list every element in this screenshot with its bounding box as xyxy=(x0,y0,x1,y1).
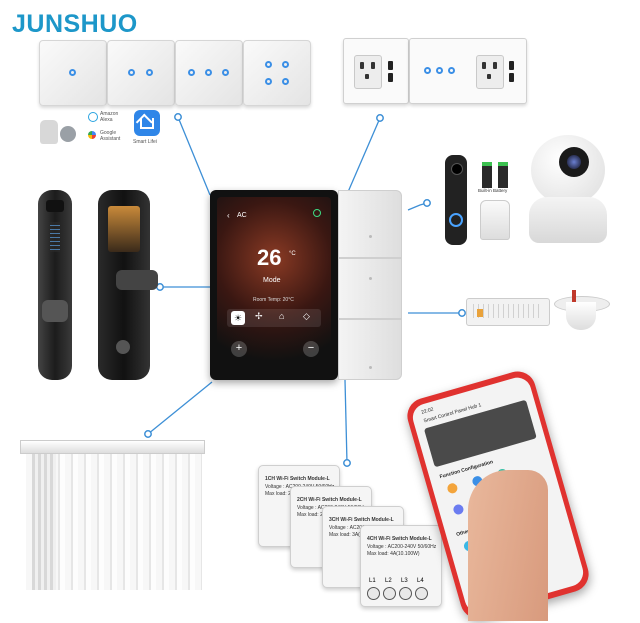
usb-port-icon xyxy=(388,73,393,82)
module-title: 2CH Wi-Fi Switch Module-L xyxy=(297,497,362,503)
led-driver xyxy=(466,298,550,326)
touch-key-icon xyxy=(205,69,212,76)
smart-lock-front xyxy=(38,190,72,380)
module-load: Max load: 2A(1000W) xyxy=(297,512,345,518)
hand xyxy=(468,470,548,621)
smart-lock-back xyxy=(98,190,158,380)
google-assistant-icon xyxy=(88,131,96,139)
touch-key-icon xyxy=(69,69,76,76)
touch-key-icon xyxy=(282,61,289,68)
smart-life-label: Smart Lifei xyxy=(133,139,157,145)
smart-curtain xyxy=(20,440,205,590)
outlet xyxy=(354,55,382,89)
function-icon[interactable] xyxy=(446,482,459,495)
touch-key-icon xyxy=(436,67,443,74)
module-voltage: Voltage : AC200-240V 50/60Hz xyxy=(367,544,437,550)
touch-key-icon xyxy=(128,69,135,76)
mode-bar: ☀ ✢ ⌂ ◇ xyxy=(227,309,321,327)
smart-speaker-icon xyxy=(40,116,80,146)
sun-icon[interactable]: ☀ xyxy=(231,311,245,325)
module-title: 1CH Wi-Fi Switch Module-L xyxy=(265,476,330,482)
google-assistant-label: Google Assistant xyxy=(100,130,121,142)
mode-label: Mode xyxy=(263,277,281,284)
rocker-switch-1 xyxy=(338,190,402,258)
switch-panel-3gang xyxy=(175,40,243,106)
rocker-switch-3 xyxy=(338,319,402,380)
brand-logo: JUNSHUO xyxy=(12,10,138,38)
home-icon[interactable]: ⌂ xyxy=(279,311,285,321)
downlight xyxy=(554,288,610,334)
touch-key-icon xyxy=(282,78,289,85)
smart-control-panel: ‹ AC 26 °C Mode Room Temp: 20°C ☀ ✢ ⌂ ◇ … xyxy=(210,190,338,380)
usb-port-icon xyxy=(388,61,393,70)
switch-module-4ch: 4CH Wi-Fi Switch Module-L Voltage : AC20… xyxy=(360,525,442,607)
temperature-unit: °C xyxy=(289,251,296,257)
device-image xyxy=(423,399,537,468)
terminal-label: L1 xyxy=(369,578,376,584)
back-icon[interactable]: ‹ xyxy=(227,211,230,220)
plus-button[interactable]: + xyxy=(231,341,247,357)
universal-socket xyxy=(343,38,409,104)
terminal-label: L4 xyxy=(417,578,424,584)
switch-panel-2gang xyxy=(107,40,175,106)
touch-key-icon xyxy=(265,78,272,85)
room-temp: Room Temp: 20°C xyxy=(253,297,294,303)
module-load: Max load: 2A(1000W) xyxy=(265,491,313,497)
touch-key-icon xyxy=(265,61,272,68)
smart-life-app-icon xyxy=(134,110,160,136)
drop-icon[interactable]: ◇ xyxy=(303,311,310,321)
switch-panel-4gang xyxy=(243,40,311,106)
switch-socket-combo xyxy=(409,38,527,104)
fan-icon[interactable]: ✢ xyxy=(255,311,263,321)
minus-button[interactable]: − xyxy=(303,341,319,357)
battery-caption: Built-in Battery xyxy=(478,188,508,193)
chime-unit xyxy=(480,200,510,240)
module-title: 3CH Wi-Fi Switch Module-L xyxy=(329,517,394,523)
touch-key-icon xyxy=(188,69,195,76)
function-icon[interactable] xyxy=(452,503,465,516)
touch-key-icon xyxy=(222,69,229,76)
screen-title: AC xyxy=(237,212,247,219)
alexa-label: Amazon Alexa xyxy=(100,111,119,123)
video-doorbell xyxy=(445,155,467,245)
outlet xyxy=(476,55,504,89)
switch-panel-1gang xyxy=(39,40,107,106)
touch-key-icon xyxy=(146,69,153,76)
module-load: Max load: 3A(1000W) xyxy=(329,532,378,538)
alexa-icon xyxy=(88,112,98,122)
usb-port-icon xyxy=(509,73,514,82)
terminal-label: L3 xyxy=(401,578,408,584)
temperature-value: 26 xyxy=(257,245,282,270)
terminal-label: L2 xyxy=(385,578,392,584)
touch-key-icon xyxy=(448,67,455,74)
module-load: Max load: 4A(10.100W) xyxy=(367,551,420,557)
module-title: 4CH Wi-Fi Switch Module-L xyxy=(367,536,432,542)
phone-time: 22:02 xyxy=(420,406,435,416)
touch-key-icon xyxy=(424,67,431,74)
battery-icon xyxy=(480,158,514,190)
panel-screen: ‹ AC 26 °C Mode Room Temp: 20°C ☀ ✢ ⌂ ◇ … xyxy=(217,197,331,373)
usb-port-icon xyxy=(509,61,514,70)
power-icon[interactable] xyxy=(313,209,321,217)
rocker-switch-2 xyxy=(338,258,402,319)
security-camera xyxy=(527,135,609,243)
